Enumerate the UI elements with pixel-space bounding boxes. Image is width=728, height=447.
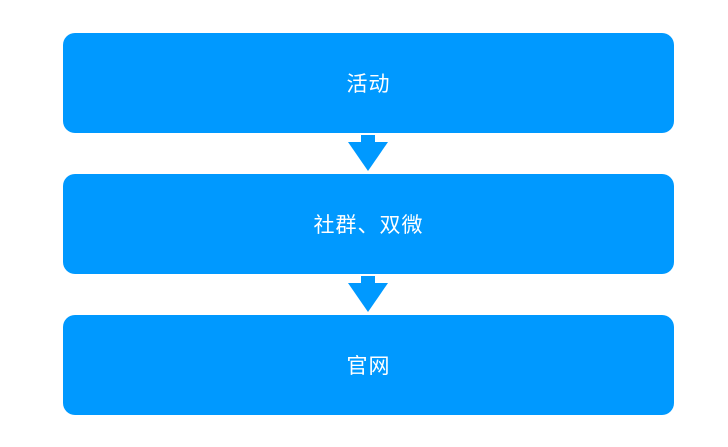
flow-step-official-website: 官网 [63,315,674,415]
arrow-down-icon [348,276,388,312]
flow-step-label: 活动 [346,72,391,96]
flow-step-community-social: 社群、双微 [63,174,674,274]
flow-step-label: 官网 [346,354,391,378]
flow-step-activity: 活动 [63,33,674,133]
arrow-down-icon [348,135,388,171]
flow-step-label: 社群、双微 [313,213,424,237]
